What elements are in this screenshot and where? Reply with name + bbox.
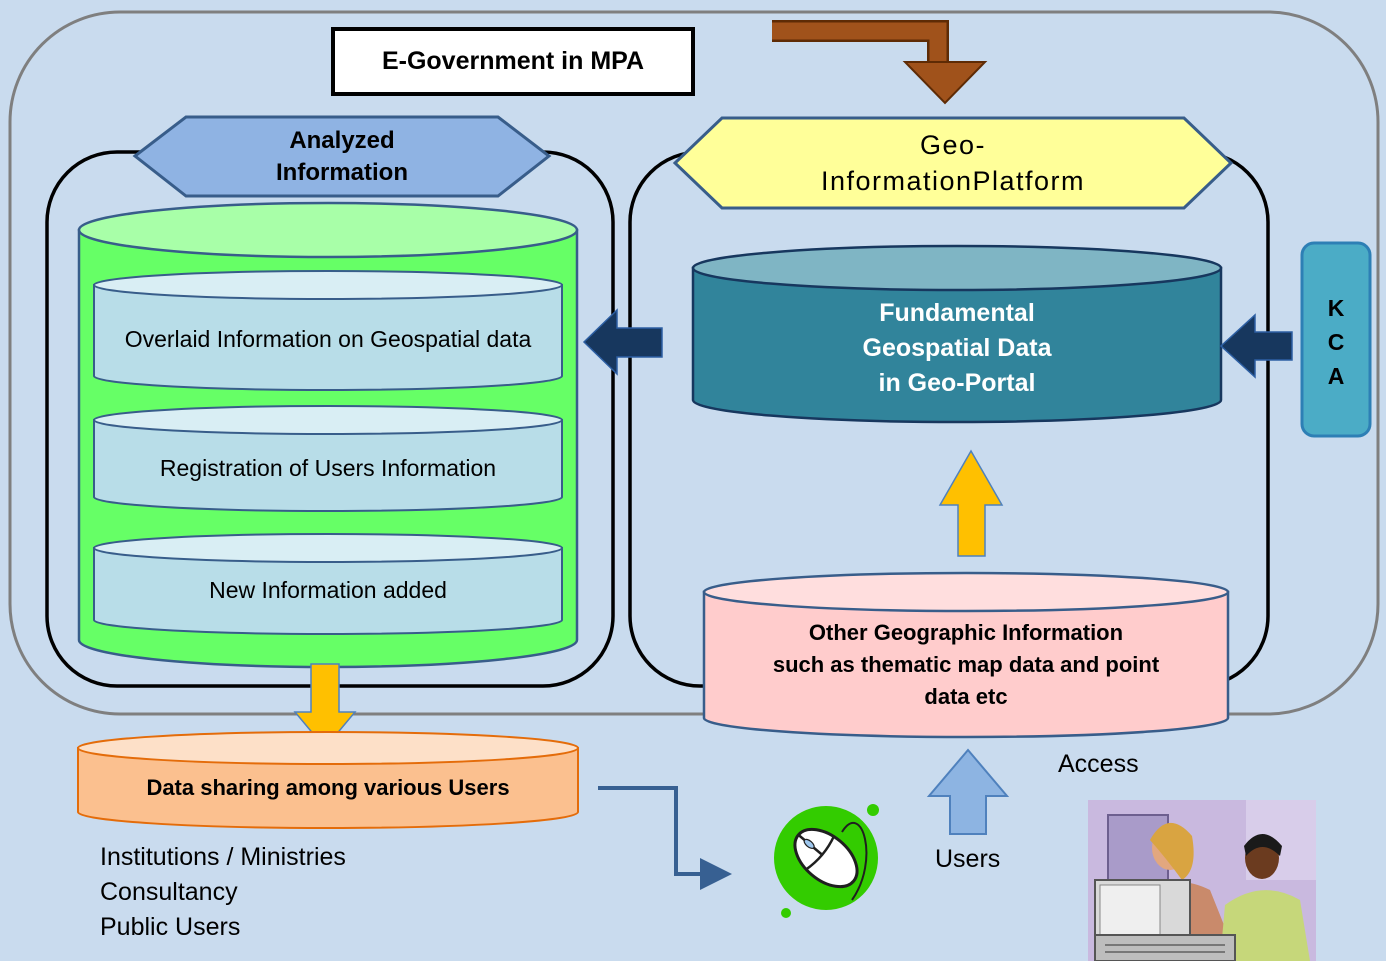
geo-platform-hexagon	[672, 116, 1234, 210]
layer-label-overlaid: Overlaid Information on Geospatial data	[124, 325, 532, 352]
kca-label: K C A	[1327, 295, 1345, 389]
access-arrow	[926, 748, 1010, 835]
other-database	[702, 571, 1230, 739]
geo-platform-label: Geo- InformationPlatform	[820, 130, 1086, 196]
yellow-down-arrow	[293, 663, 357, 750]
layer-cylinder	[93, 270, 563, 391]
navy-left-arrow	[582, 308, 663, 376]
layer-label-registration: Registration of Users Information	[159, 454, 497, 481]
other-info-label: Other Geographic Information such as the…	[772, 620, 1160, 709]
sharing-database	[77, 731, 579, 829]
title-box	[331, 27, 695, 96]
analyzed-info-label: Analyzed Information	[276, 127, 408, 186]
sharing-label: Data sharing among various Users	[146, 775, 510, 800]
outer-frame	[8, 10, 1380, 716]
layer-cylinder	[93, 405, 563, 512]
user-group-item: Consultancy	[100, 878, 238, 906]
access-label: Access	[1058, 750, 1139, 778]
user-groups-list: Institutions / Ministries Consultancy Pu…	[100, 840, 460, 945]
fundamental-data-label: Fundamental Geospatial Data in Geo-Porta…	[862, 298, 1052, 397]
brown-bent-arrow	[772, 20, 988, 105]
user-group-item: Public Users	[100, 913, 241, 941]
yellow-up-arrow	[938, 449, 1004, 557]
connector-arrow	[598, 786, 732, 890]
analyzed-info-hexagon	[132, 115, 552, 198]
navy-kca-arrow	[1219, 313, 1293, 379]
computer-mouse-icon	[774, 804, 879, 918]
diagram-title: E-Government in MPA	[381, 47, 645, 75]
users-label: Users	[935, 845, 1001, 873]
user-group-item: Institutions / Ministries	[100, 843, 346, 871]
layer-label-new-info: New Information added	[209, 576, 447, 603]
kca-box	[1300, 241, 1372, 438]
people-at-computer-illustration	[1088, 800, 1316, 961]
layer-cylinder	[93, 533, 563, 635]
fundamental-database	[691, 244, 1223, 424]
